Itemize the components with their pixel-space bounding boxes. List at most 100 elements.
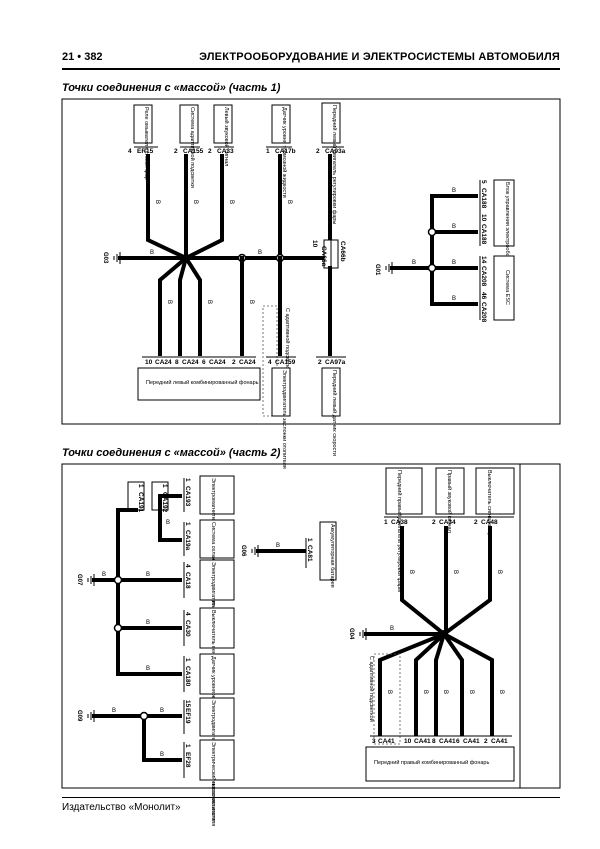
svg-text:6: 6 [456, 738, 460, 745]
svg-text:CA180: CA180 [184, 666, 191, 687]
svg-text:EF28: EF28 [184, 752, 191, 768]
svg-text:CA66b: CA66b [339, 241, 346, 262]
s2-right-lamp: Передний правый комбинированный фонарь [365, 746, 515, 782]
svg-text:6: 6 [202, 359, 206, 366]
svg-text:B: B [160, 708, 164, 714]
svg-text:B: B [442, 690, 448, 694]
svg-text:B: B [154, 200, 160, 204]
svg-text:B: B [146, 572, 150, 578]
svg-text:2: 2 [208, 148, 212, 155]
s2-left-comp-3: 4 CA30 Выключатель вентилятора [183, 607, 235, 679]
svg-text:G03: G03 [102, 252, 108, 264]
svg-text:8: 8 [432, 738, 436, 745]
svg-text:Передний правый двигатель регу: Передний правый двигатель регулировки фа… [396, 470, 403, 592]
svg-text:G06: G06 [240, 545, 246, 557]
svg-text:Датчик уровня жидкости: Датчик уровня жидкости [210, 656, 216, 718]
svg-text:CA81: CA81 [306, 545, 313, 562]
svg-text:10: 10 [480, 214, 487, 222]
svg-text:4: 4 [184, 564, 191, 568]
svg-text:2: 2 [316, 148, 320, 155]
section1-title: Точки соединения с «массой» (часть 1) [62, 82, 281, 94]
s1-top-comp-0: Реле омывателя стекол фар 4 ER15 [128, 104, 154, 180]
svg-text:CA97a: CA97a [325, 359, 346, 366]
svg-text:CA17b: CA17b [275, 148, 296, 155]
s1-top-comp-2: Левый звуковой сигнал 2 CA33 [208, 104, 234, 166]
svg-text:CA188: CA188 [480, 224, 487, 245]
s1-dashed-region [262, 305, 278, 417]
s2-right-top-2: Выключатель сигнала торможения 2 CA48 [474, 467, 515, 559]
svg-text:CA66a: CA66a [320, 246, 327, 267]
svg-text:CA193: CA193 [184, 486, 191, 507]
svg-text:ER15: ER15 [137, 148, 154, 155]
page-number: 21 • 382 [62, 51, 103, 63]
svg-text:Электродвигатель вентилятора: Электродвигатель вентилятора [210, 562, 216, 643]
s2-right-top-1: Правый звуковой сигнал 2 CA34 [432, 467, 465, 533]
svg-text:B: B [160, 752, 164, 758]
s1-top-comp-4: Передний левый двигатель регулировки фар… [316, 102, 346, 224]
s1-top-comp-3: Датчик уровня тормозной жидкости 1 CA17b [266, 104, 296, 198]
svg-text:B: B [146, 666, 150, 672]
svg-text:CA192: CA192 [161, 492, 168, 513]
svg-text:3: 3 [372, 738, 376, 745]
svg-text:B: B [452, 296, 456, 302]
svg-text:B: B [112, 708, 116, 714]
svg-text:2: 2 [474, 519, 478, 526]
svg-text:CA93a: CA93a [325, 148, 346, 155]
svg-text:B: B [150, 250, 154, 256]
svg-text:G09: G09 [76, 710, 82, 722]
svg-text:2: 2 [484, 738, 488, 745]
s2-ground-g06: G06 [240, 545, 259, 557]
svg-text:8: 8 [175, 359, 179, 366]
svg-text:CA34: CA34 [439, 519, 456, 526]
svg-text:10: 10 [404, 738, 412, 745]
section2-title: Точки соединения с «массой» (часть 2) [62, 447, 281, 459]
s2-middle-comp: 1 CA81 Аккумуляторная батарея [305, 521, 337, 588]
section2-frame [61, 463, 561, 789]
svg-text:B: B [386, 690, 392, 694]
svg-text:B: B [452, 570, 458, 574]
svg-text:B: B [452, 224, 456, 230]
svg-text:CA38: CA38 [391, 519, 408, 526]
svg-text:1: 1 [266, 148, 270, 155]
svg-text:1: 1 [184, 658, 191, 662]
svg-text:2: 2 [432, 519, 436, 526]
s1-ground-g03: G03 [102, 252, 130, 264]
svg-text:G01: G01 [374, 264, 380, 276]
svg-text:CA24: CA24 [209, 359, 226, 366]
s1-bottom-side-1: 2 CA97a Передний левый датчик скорости [316, 356, 346, 456]
s2-ground-g09: G09 [76, 710, 95, 722]
svg-text:Выключатель сигнала торможения: Выключатель сигнала торможения [486, 470, 492, 559]
svg-text:14: 14 [480, 256, 487, 264]
header-rule [62, 68, 560, 70]
s1-right-comp-0: 5 CA188 10 CA188 Блок управления электро… [479, 179, 515, 288]
svg-text:B: B [166, 520, 170, 526]
s1-ground-g01: G01 [374, 262, 393, 276]
svg-text:CA208: CA208 [480, 266, 487, 287]
svg-text:4: 4 [128, 148, 132, 155]
svg-text:B: B [452, 260, 456, 266]
s2-left-comp-2: 4 CA18 Электродвигатель вентилятора [183, 559, 235, 643]
svg-text:2: 2 [318, 359, 322, 366]
svg-text:CA33: CA33 [217, 148, 234, 155]
svg-text:1: 1 [306, 538, 313, 542]
svg-text:EF19: EF19 [184, 708, 191, 724]
svg-text:Правый звуковой сигнал: Правый звуковой сигнал [446, 470, 453, 533]
svg-text:CA30: CA30 [184, 620, 191, 637]
svg-text:Датчик уровня тормозной жидкос: Датчик уровня тормозной жидкости [281, 107, 288, 198]
svg-text:5: 5 [480, 180, 487, 184]
s2-ground-g04: G04 [348, 628, 367, 640]
svg-text:Система ESC: Система ESC [504, 270, 510, 305]
svg-text:46: 46 [480, 292, 487, 300]
svg-text:Передний левый датчик скорости: Передний левый датчик скорости [331, 370, 338, 456]
s1-top-comp-1: Система адаптивной подсветки 2 CA155 [174, 104, 204, 188]
svg-text:CA159: CA159 [275, 359, 296, 366]
svg-text:CA24: CA24 [239, 359, 256, 366]
s1-bottom-pins: 10 CA24 8 CA24 6 CA24 2 CA24 [142, 356, 256, 366]
s1-right-comp-1: 14 CA208 46 CA208 Система ESC [479, 255, 515, 323]
svg-text:B: B [166, 300, 172, 304]
svg-text:B: B [192, 200, 198, 204]
svg-text:B: B [452, 188, 456, 194]
svg-text:CA41: CA41 [414, 738, 431, 745]
svg-text:1: 1 [384, 519, 388, 526]
